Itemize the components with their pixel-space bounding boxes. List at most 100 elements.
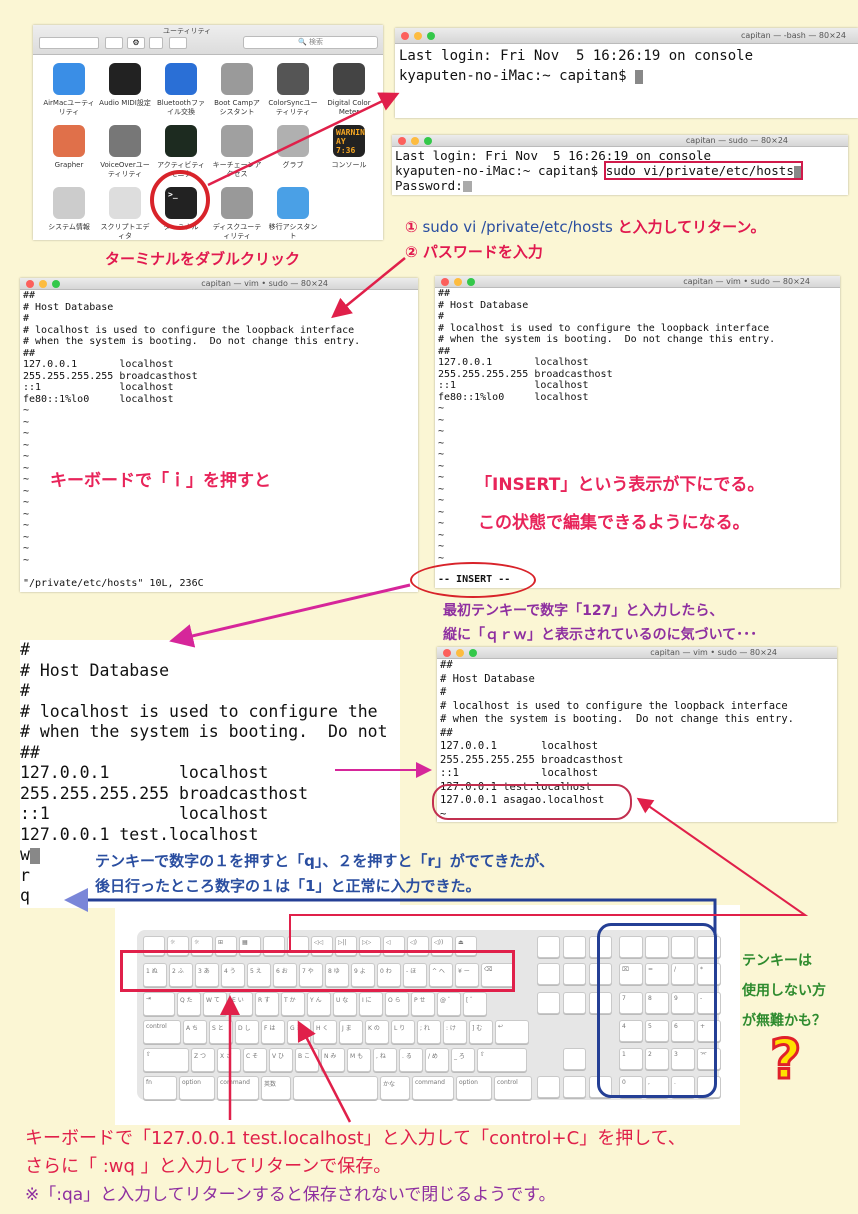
- keyboard-key[interactable]: ^ へ: [429, 963, 453, 987]
- keyboard-key[interactable]: 9 よ: [351, 963, 375, 987]
- finder-item[interactable]: スクリプトエディタ: [99, 187, 151, 241]
- keyboard-key[interactable]: [ ゜: [463, 992, 487, 1016]
- keyboard-key[interactable]: 5 え: [247, 963, 271, 987]
- keyboard-key[interactable]: F は: [261, 1020, 285, 1044]
- keyboard-key[interactable]: / め: [425, 1048, 449, 1072]
- vim-buffer[interactable]: ### Host Database## localhost is used to…: [20, 290, 418, 566]
- numpad-key[interactable]: =: [645, 963, 669, 985]
- keyboard-key[interactable]: U な: [333, 992, 357, 1016]
- finder-item[interactable]: Digital Color Meter: [323, 63, 375, 117]
- vim-buffer[interactable]: ### Host Database## localhost is used to…: [435, 288, 840, 564]
- keyboard-key[interactable]: R す: [255, 992, 279, 1016]
- keyboard-key[interactable]: T か: [281, 992, 305, 1016]
- nav-key[interactable]: [563, 963, 586, 985]
- keyboard-key[interactable]: @ ゛: [437, 992, 461, 1016]
- keyboard-key[interactable]: A ち: [183, 1020, 207, 1044]
- numpad-key[interactable]: 5: [645, 1020, 669, 1042]
- search-input[interactable]: 🔍 検索: [243, 36, 378, 49]
- numpad-key[interactable]: 4: [619, 1020, 643, 1042]
- keyboard-key[interactable]: option: [179, 1076, 215, 1100]
- keyboard-key[interactable]: D し: [235, 1020, 259, 1044]
- finder-item[interactable]: システム情報: [43, 187, 95, 232]
- numpad-key[interactable]: 7: [619, 992, 643, 1014]
- nav-key[interactable]: [537, 1076, 560, 1098]
- keyboard-key[interactable]: command: [412, 1076, 454, 1100]
- keyboard-key[interactable]: I に: [359, 992, 383, 1016]
- keyboard-key[interactable]: 3 あ: [195, 963, 219, 987]
- keyboard-key[interactable]: 8 ゆ: [325, 963, 349, 987]
- keyboard-key[interactable]: ¥ ー: [455, 963, 479, 987]
- finder-item[interactable]: VoiceOverユーティリティ: [99, 125, 151, 179]
- keyboard-key[interactable]: 1 ぬ: [143, 963, 167, 987]
- keyboard-key[interactable]: 0 わ: [377, 963, 401, 987]
- nav-key[interactable]: [563, 1048, 586, 1070]
- keyboard-key[interactable]: 2 ふ: [169, 963, 193, 987]
- tag-icon[interactable]: [169, 37, 187, 49]
- nav-key[interactable]: [537, 992, 560, 1014]
- finder-item[interactable]: Boot Campアシスタント: [211, 63, 263, 117]
- keyboard-key[interactable]: 4 う: [221, 963, 245, 987]
- finder-item[interactable]: AirMacユーティリティ: [43, 63, 95, 117]
- finder-item[interactable]: Audio MIDI設定: [99, 63, 151, 108]
- keyboard-key[interactable]: - ほ: [403, 963, 427, 987]
- keyboard-key[interactable]: V ひ: [269, 1048, 293, 1072]
- numpad-key[interactable]: 8: [645, 992, 669, 1014]
- keyboard-key[interactable]: Y ん: [307, 992, 331, 1016]
- arrange-button[interactable]: [105, 37, 123, 49]
- keyboard-key[interactable]: C そ: [243, 1048, 267, 1072]
- numpad-key[interactable]: 3: [671, 1048, 695, 1070]
- keyboard-key[interactable]: : け: [443, 1020, 467, 1044]
- nav-key[interactable]: [589, 963, 612, 985]
- keyboard-key[interactable]: option: [456, 1076, 492, 1100]
- nav-key[interactable]: [563, 936, 586, 958]
- finder-item[interactable]: 移行アシスタント: [267, 187, 319, 241]
- nav-key[interactable]: [589, 992, 612, 1014]
- keyboard-key[interactable]: ↩: [495, 1020, 529, 1044]
- keyboard-key[interactable]: control: [494, 1076, 532, 1100]
- keyboard-key[interactable]: B こ: [295, 1048, 319, 1072]
- numpad-key[interactable]: 1: [619, 1048, 643, 1070]
- keyboard-key[interactable]: [293, 1076, 378, 1100]
- keyboard-key[interactable]: L り: [391, 1020, 415, 1044]
- keyboard-key[interactable]: P せ: [411, 992, 435, 1016]
- keyboard-key[interactable]: ⇥: [143, 992, 175, 1016]
- gear-icon[interactable]: ⚙: [127, 37, 145, 49]
- keyboard-key[interactable]: Q た: [177, 992, 201, 1016]
- share-icon[interactable]: [149, 37, 163, 49]
- keyboard-key[interactable]: 英数: [261, 1076, 291, 1100]
- keyboard-key[interactable]: K の: [365, 1020, 389, 1044]
- finder-item[interactable]: Grapher: [43, 125, 95, 170]
- keyboard-key[interactable]: command: [217, 1076, 259, 1100]
- vim-buffer-zoomed[interactable]: ## Host Database## localhost is used to …: [20, 640, 400, 907]
- nav-key[interactable]: [537, 936, 560, 958]
- nav-key[interactable]: [537, 963, 560, 985]
- finder-item[interactable]: Bluetoothファイル交換: [155, 63, 207, 117]
- keyboard-key[interactable]: 7 や: [299, 963, 323, 987]
- keyboard-key[interactable]: , ね: [373, 1048, 397, 1072]
- numpad-key[interactable]: ⌧: [619, 963, 643, 985]
- keyboard-key[interactable]: _ ろ: [451, 1048, 475, 1072]
- finder-item[interactable]: グラブ: [267, 125, 319, 170]
- keyboard-key[interactable]: E い: [229, 992, 253, 1016]
- keyboard-key[interactable]: M も: [347, 1048, 371, 1072]
- keyboard-key[interactable]: ⇧: [143, 1048, 189, 1072]
- keyboard-key[interactable]: ] む: [469, 1020, 493, 1044]
- keyboard-key[interactable]: G き: [287, 1020, 311, 1044]
- keyboard-key[interactable]: Z つ: [191, 1048, 215, 1072]
- finder-item[interactable]: キーチェーンアクセス: [211, 125, 263, 179]
- keyboard-key[interactable]: かな: [380, 1076, 410, 1100]
- finder-item[interactable]: ディスクユーティリティ: [211, 187, 263, 241]
- keyboard-key[interactable]: N み: [321, 1048, 345, 1072]
- nav-key[interactable]: [563, 1076, 586, 1098]
- keyboard-key[interactable]: fn: [143, 1076, 177, 1100]
- keyboard-key[interactable]: W て: [203, 992, 227, 1016]
- view-buttons[interactable]: [39, 37, 99, 49]
- keyboard-key[interactable]: . る: [399, 1048, 423, 1072]
- keyboard-key[interactable]: J ま: [339, 1020, 363, 1044]
- keyboard-key[interactable]: ⇧: [477, 1048, 527, 1072]
- keyboard-key[interactable]: H く: [313, 1020, 337, 1044]
- finder-item[interactable]: ColorSyncユーティリティ: [267, 63, 319, 117]
- keyboard-key[interactable]: ⌫: [481, 963, 515, 987]
- keyboard-key[interactable]: S と: [209, 1020, 233, 1044]
